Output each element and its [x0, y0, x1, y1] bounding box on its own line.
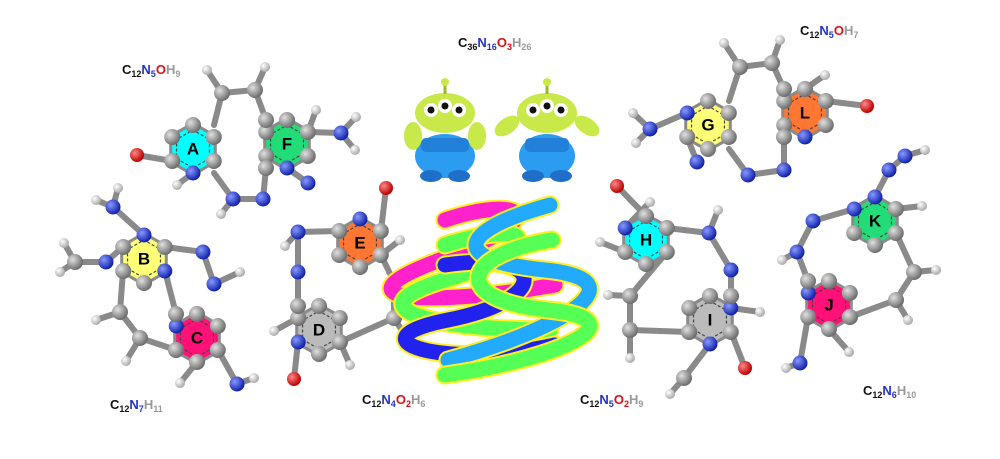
ring-label-e: E — [354, 234, 365, 253]
ring-label-b: B — [138, 250, 150, 269]
formula-bottom-center-right: C12N5O2H9 — [580, 392, 643, 409]
formula-top-right: C12N5OH7 — [800, 23, 858, 40]
formula-bottom-left: C12N7H11 — [110, 397, 163, 414]
ring-label-l: L — [800, 104, 810, 123]
ring-f-fill — [266, 120, 308, 168]
formula-bottom-right: C12N6H10 — [863, 383, 916, 400]
ring-b-fill — [123, 235, 165, 283]
helix-ribbon — [383, 201, 563, 306]
ring-label-a: A — [187, 140, 199, 159]
formula-bottom-center-left: C12N4O2H6 — [362, 392, 425, 409]
ring-c-fill — [176, 314, 218, 362]
ring-label-j: J — [824, 296, 833, 315]
ring-a-fill — [172, 125, 214, 173]
ring-label-g: G — [701, 116, 714, 135]
molecule-bc: BC — [55, 183, 259, 392]
alien-figure-left — [404, 78, 486, 182]
ring-label-k: K — [869, 212, 882, 231]
ring-label-f: F — [282, 135, 292, 154]
ring-label-d: D — [313, 321, 325, 340]
dna-helix — [381, 195, 600, 385]
alien-figure-right — [494, 78, 600, 182]
ring-label-i: I — [708, 311, 713, 330]
ring-d-fill — [298, 306, 340, 354]
molecule-hi: HI — [595, 179, 765, 399]
ring-label-h: H — [640, 231, 652, 250]
ring-j-fill — [808, 281, 850, 329]
ring-label-c: C — [191, 329, 203, 348]
molecule-ed: ED — [269, 181, 419, 386]
ring-l-fill — [784, 89, 826, 137]
helix-ribbon — [440, 197, 597, 368]
helix-ribbon — [437, 232, 598, 383]
formula-top-left: C12N5OH9 — [122, 62, 180, 79]
ring-k-fill — [854, 197, 896, 245]
molecule-gl: GL — [628, 35, 874, 183]
ring-e-fill — [339, 219, 381, 267]
ring-g-fill — [687, 101, 729, 149]
ring-h-fill — [625, 216, 667, 264]
formula-top-center: C36N16O3H26 — [458, 35, 531, 52]
ring-i-fill — [689, 296, 731, 344]
molecule-kj: KJ — [777, 145, 941, 373]
